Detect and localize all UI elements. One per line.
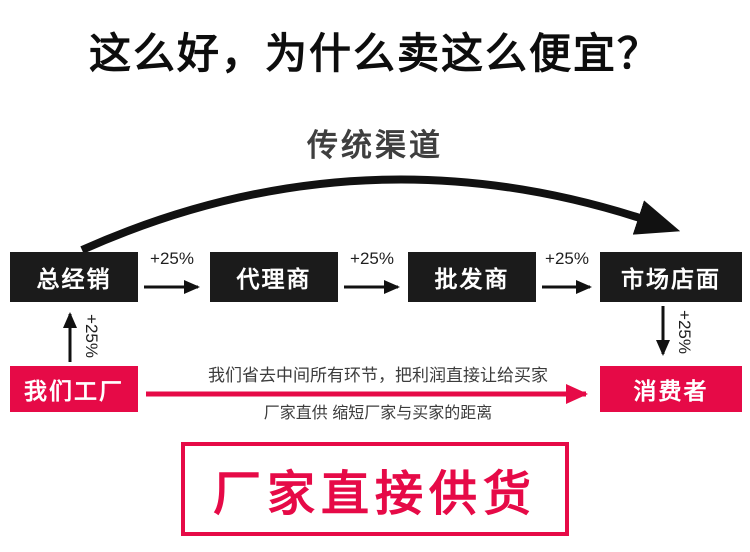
markup-label-vertical: +25% [675, 310, 694, 354]
banner-text: 厂家直接供货 [212, 468, 537, 521]
node-market-store: 市场店面 [600, 252, 742, 302]
node-label: 消费者 [633, 378, 709, 404]
node-wholesaler: 批发商 [408, 252, 536, 302]
node-label: 代理商 [236, 266, 312, 292]
markup-label: +25% [350, 249, 394, 268]
markup-label: +25% [150, 249, 194, 268]
markup-label: +25% [545, 249, 589, 268]
direct-supply-note-line2: 厂家直供 缩短厂家与买家的距离 [263, 405, 493, 422]
node-label: 批发商 [434, 266, 510, 292]
node-label: 总经销 [36, 266, 112, 292]
traditional-channel-curved-arrow-icon [80, 175, 681, 254]
node-general-distributor: 总经销 [10, 252, 138, 302]
node-agent: 代理商 [210, 252, 338, 302]
node-label: 市场店面 [621, 266, 721, 292]
traditional-channel-label: 传统渠道 [307, 128, 443, 163]
node-label: 我们工厂 [24, 378, 124, 404]
page-title: 这么好，为什么卖这么便宜？ [88, 30, 661, 77]
node-consumer: 消费者 [600, 366, 742, 412]
factory-direct-banner: 厂家直接供货 [181, 442, 569, 536]
markup-label-vertical: +25% [82, 314, 101, 358]
direct-supply-note-line1: 我们省去中间所有环节，把利润直接让给买家 [208, 366, 548, 385]
node-our-factory: 我们工厂 [10, 366, 138, 412]
